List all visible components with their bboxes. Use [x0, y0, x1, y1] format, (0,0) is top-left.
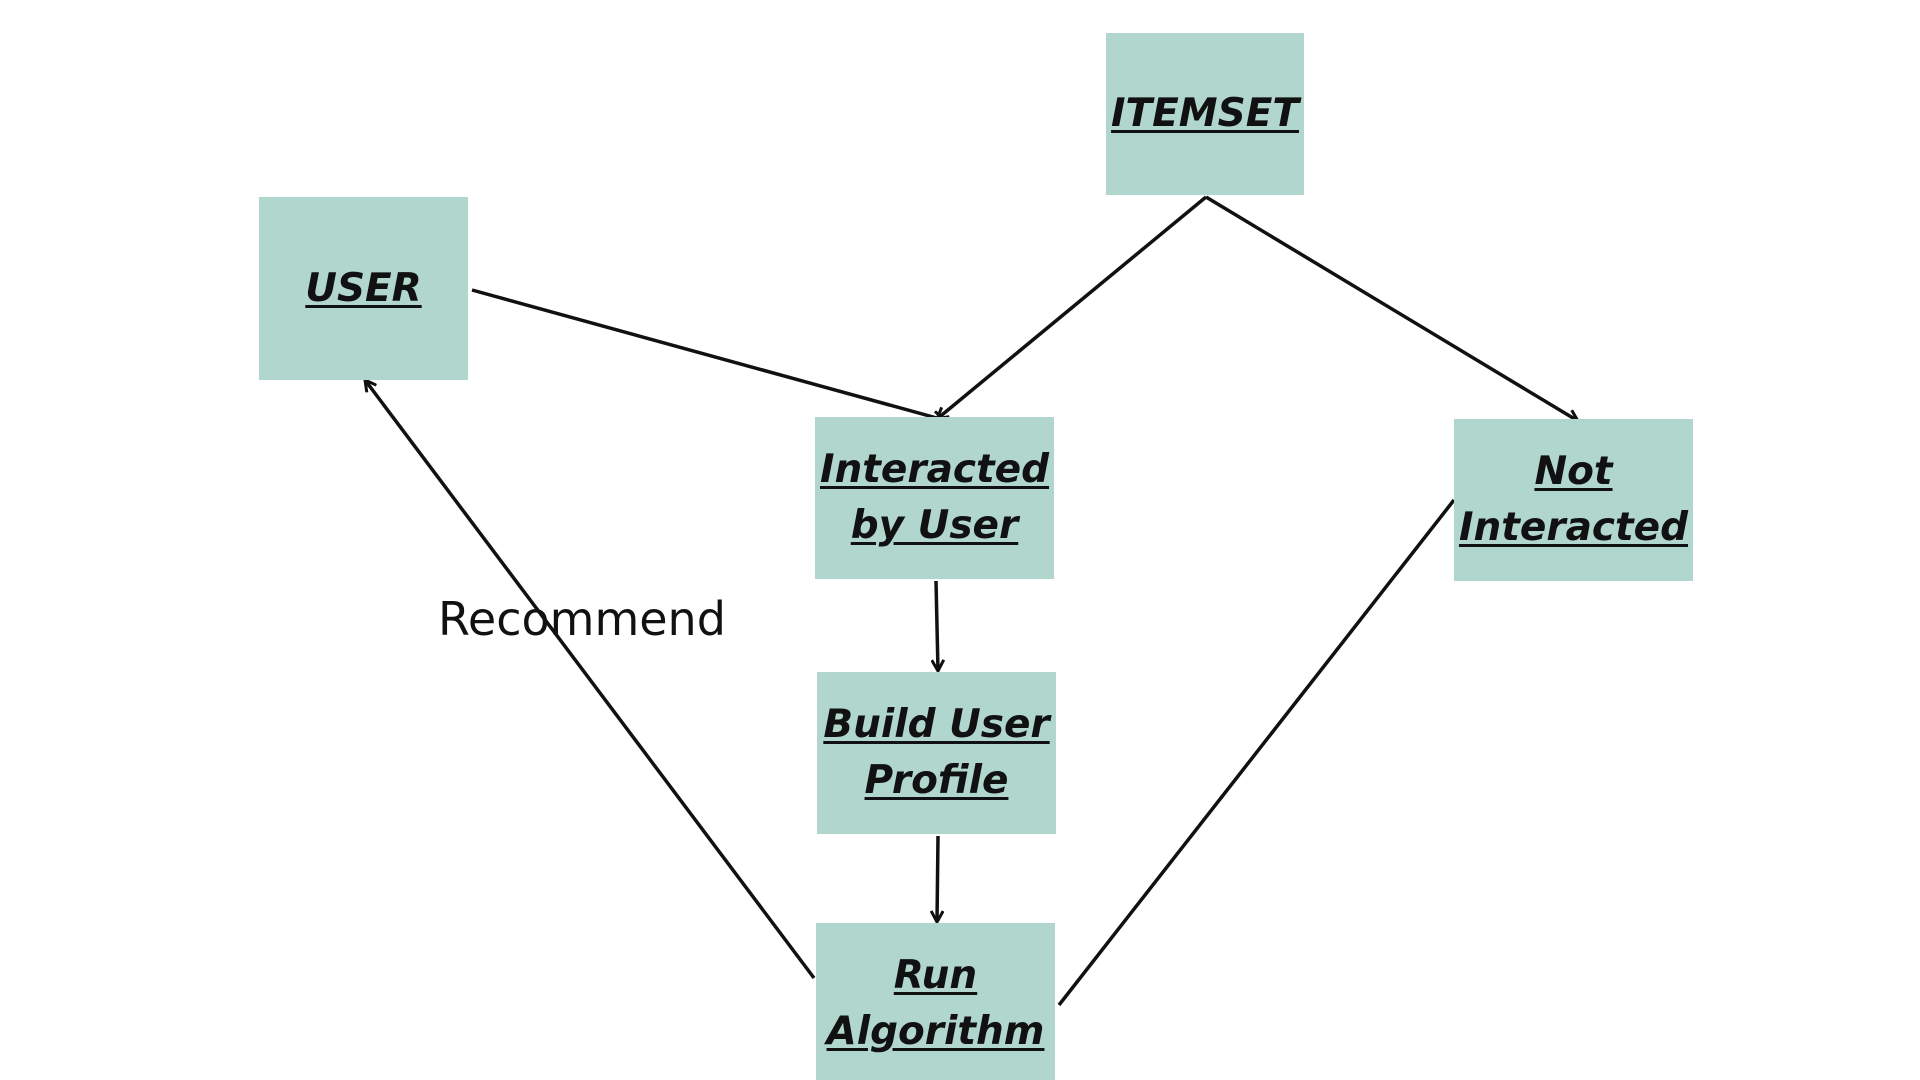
node-run-algorithm: Run Algorithm	[816, 923, 1055, 1080]
node-build-user-profile-label: Build User Profile	[823, 702, 1050, 803]
node-run-algorithm-label: Run Algorithm	[826, 953, 1045, 1054]
edge-run-to-user	[365, 380, 816, 980]
node-not-interacted-label: Not Interacted	[1458, 449, 1689, 550]
node-not-interacted: Not Interacted	[1454, 419, 1693, 581]
edge-itemset-to-not-interacted	[1205, 195, 1578, 421]
node-interacted-by-user-label: Interacted by User	[819, 447, 1050, 548]
edge-itemset-to-interacted	[937, 195, 1208, 419]
node-user-label: USER	[305, 265, 422, 311]
edge-label-recommend: Recommend	[438, 592, 726, 646]
edge-not-interacted-to-run	[1057, 498, 1456, 1007]
node-itemset-label: ITEMSET	[1111, 91, 1299, 136]
edge-interacted-to-build	[936, 580, 938, 671]
node-itemset: ITEMSET	[1106, 33, 1304, 195]
edge-build-to-run	[937, 835, 938, 922]
node-build-user-profile: Build User Profile	[817, 672, 1056, 834]
node-user: USER	[259, 197, 468, 380]
edge-user-to-interacted	[471, 288, 944, 420]
node-interacted-by-user: Interacted by User	[815, 417, 1054, 579]
